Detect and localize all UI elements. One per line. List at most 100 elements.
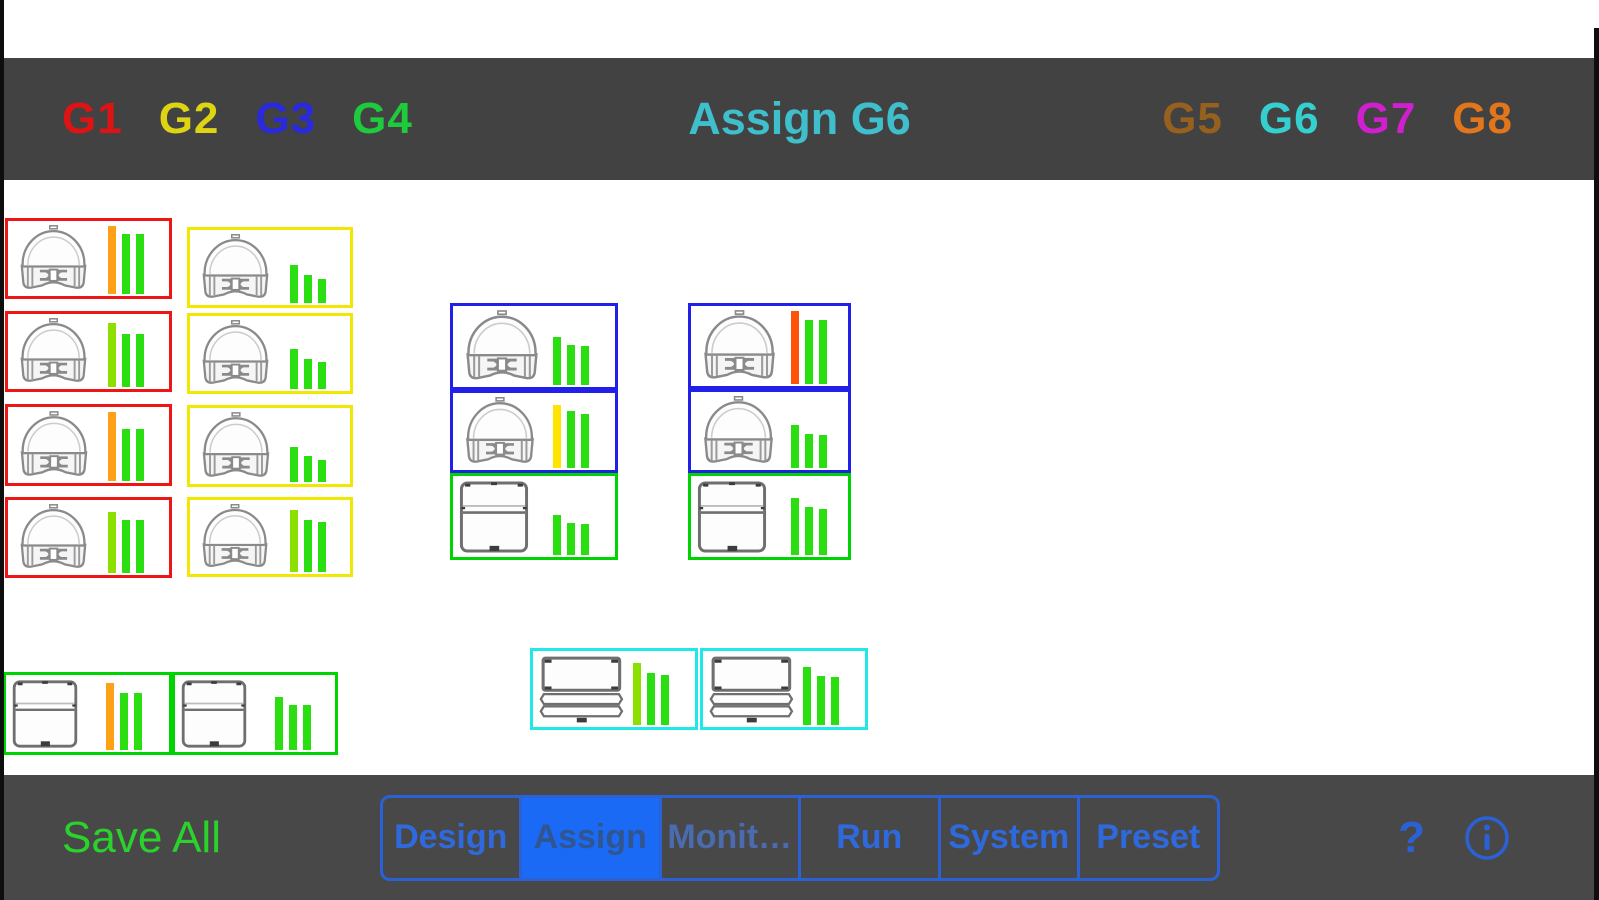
meter-bar [831,677,839,725]
level-meters [108,512,144,573]
line-array-speaker-icon [12,225,95,293]
tab-monit[interactable]: Monit… [658,797,799,878]
group-tab-g3[interactable]: G3 [255,94,317,143]
meter-bar [136,334,144,387]
left-window-edge [0,0,4,900]
meter-bar [581,346,589,385]
meter-bar [633,663,641,725]
tab-design[interactable]: Design [394,818,508,856]
stacked-speaker-icon [537,655,625,724]
level-meters [553,515,589,555]
meter-bar [581,414,589,468]
group-tab-g6[interactable]: G6 [1258,94,1320,143]
meter-bar [805,434,813,468]
line-array-speaker-icon [194,320,277,388]
level-meters [108,323,144,387]
meter-bar [819,435,827,468]
meter-bar [791,425,799,468]
line-array-speaker-icon [194,412,278,481]
meter-bar [819,509,827,555]
meter-bar [304,520,312,572]
device-tile-array[interactable] [450,303,618,390]
level-meters [553,405,589,468]
device-canvas[interactable] [0,180,1599,775]
meter-bar [275,697,283,750]
meter-bar [567,411,575,468]
meter-bar [791,311,799,384]
meter-bar [122,334,130,387]
line-array-speaker-icon [457,397,543,467]
meter-bar [122,429,130,481]
meter-bar [805,507,813,555]
toolbar-right: ? [1398,813,1511,863]
meter-bar [647,673,655,725]
meter-bar [136,429,144,481]
info-button[interactable] [1463,814,1511,862]
meter-bar [289,705,297,750]
meter-bar [819,320,827,384]
device-tile-array[interactable] [688,303,851,389]
meter-bar [108,512,116,573]
meter-bar [567,345,575,385]
level-meters [106,683,142,750]
device-tile-array[interactable] [450,390,618,473]
tab-preset[interactable]: Preset [1077,797,1217,878]
device-tile-array[interactable] [5,404,172,486]
device-tile-array[interactable] [187,497,353,577]
meter-bar [290,349,298,389]
device-tile-array[interactable] [187,313,353,394]
info-circle-icon [1465,815,1509,860]
group-tab-g2[interactable]: G2 [158,94,220,143]
level-meters [791,311,827,384]
save-all-button[interactable]: Save All [62,812,221,862]
help-button[interactable]: ? [1398,812,1425,862]
group-tab-g8[interactable]: G8 [1452,94,1513,143]
status-bar-area [0,0,1599,58]
device-tile-array[interactable] [688,389,851,473]
device-tile-array[interactable] [5,218,172,299]
device-tile-sub[interactable] [688,473,851,560]
tab-system[interactable]: System [937,797,1078,878]
device-tile-sub[interactable] [450,473,618,560]
meter-bar [136,520,144,573]
meter-bar [304,275,312,303]
device-tile-sub[interactable] [172,672,338,755]
meter-bar [805,320,813,384]
meter-bar [303,705,311,750]
level-meters [633,663,669,725]
group-tab-g1[interactable]: G1 [62,94,123,143]
meter-bar [553,515,561,555]
meter-bar [108,323,116,387]
device-tile-wedge[interactable] [530,648,698,730]
device-tile-wedge[interactable] [700,648,868,730]
tab-assign[interactable]: Assign [519,797,659,878]
level-meters [803,667,839,725]
subwoofer-icon [695,480,769,554]
right-window-edge [1594,28,1599,900]
tab-run[interactable]: Run [798,797,938,878]
meter-bar [108,412,116,481]
meter-bar [318,522,326,572]
level-meters [290,447,326,482]
meter-bar [304,359,312,389]
meter-bar [108,226,116,294]
group-tab-g4[interactable]: G4 [352,94,413,143]
line-array-speaker-icon [12,318,95,386]
group-tabs-left: G1 G2 G3 G4 [62,94,413,144]
group-tab-g7[interactable]: G7 [1355,94,1417,143]
device-tile-array[interactable] [187,405,353,487]
device-tile-sub[interactable] [3,672,172,755]
group-tab-g5[interactable]: G5 [1162,94,1223,143]
device-tile-array[interactable] [187,227,353,308]
level-meters [553,337,589,385]
device-tile-array[interactable] [5,311,172,392]
meter-bar [120,693,128,750]
line-array-speaker-icon [194,504,276,571]
meter-bar [122,234,130,294]
device-tile-array[interactable] [5,497,172,578]
meter-bar [290,265,298,303]
